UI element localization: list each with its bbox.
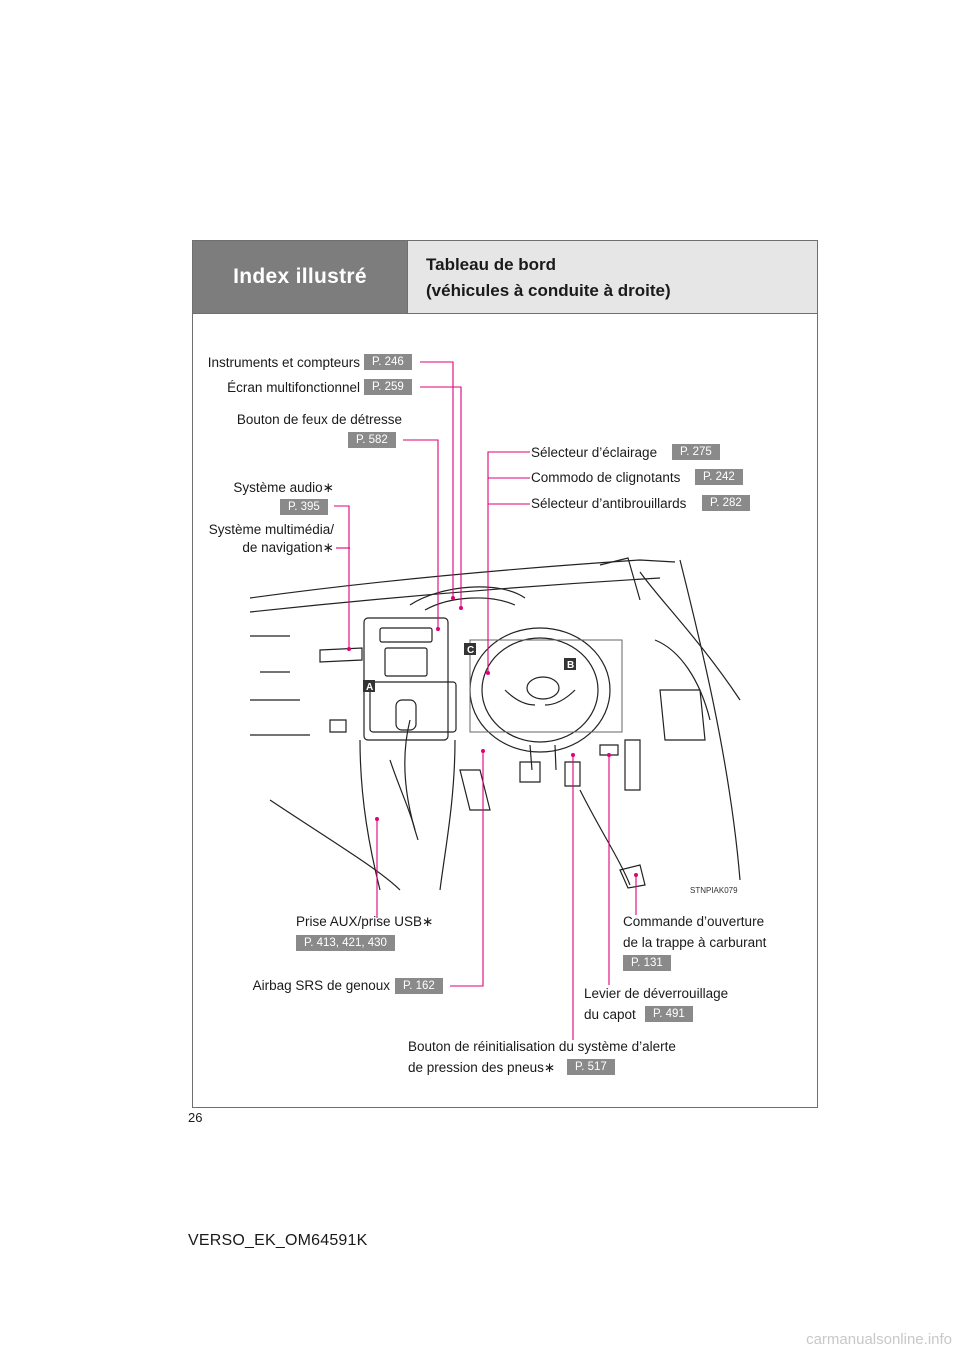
document-code: VERSO_EK_OM64591K: [188, 1232, 368, 1249]
capot-page[interactable]: P. 491: [645, 1006, 693, 1022]
page-header: Tableau de bord (véhicules à conduite à …: [408, 240, 818, 314]
ecran-label: Écran multifonctionnel: [227, 380, 360, 395]
section-title: Index illustré: [233, 265, 367, 288]
clignotants-label: Commodo de clignotants: [531, 470, 681, 485]
capot-label-1: Levier de déverrouillage: [584, 986, 729, 1001]
section-tab: Index illustré: [192, 240, 408, 314]
content-frame: [192, 240, 818, 1108]
airbag-page[interactable]: P. 162: [395, 978, 443, 994]
instruments-page[interactable]: P. 246: [364, 354, 412, 370]
marker-a: A: [366, 682, 373, 693]
trappe-label-2: de la trappe à carburant: [623, 935, 767, 950]
clignotants-page[interactable]: P. 242: [695, 469, 743, 485]
ecran-page[interactable]: P. 259: [364, 379, 412, 395]
eclairage-label: Sélecteur d’éclairage: [531, 445, 658, 460]
pneus-label-2: de pression des pneus∗: [408, 1060, 556, 1075]
instruments-label: Instruments et compteurs: [207, 355, 360, 370]
audio-label: Système audio∗: [233, 480, 334, 495]
page-title-line1: Tableau de bord: [426, 255, 557, 274]
antibrouillards-page[interactable]: P. 282: [702, 495, 750, 511]
capot-label-2: du capot: [584, 1007, 636, 1022]
marker-b: B: [567, 660, 574, 671]
trappe-label-1: Commande d’ouverture: [623, 914, 765, 929]
multimedia-label-1: Système multimédia/: [208, 522, 334, 537]
trappe-page[interactable]: P. 131: [623, 955, 671, 971]
airbag-label: Airbag SRS de genoux: [252, 978, 390, 993]
eclairage-page[interactable]: P. 275: [672, 444, 720, 460]
audio-page[interactable]: P. 395: [280, 499, 328, 515]
marker-c: C: [467, 645, 474, 656]
illustration-code: STNPIAK079: [690, 886, 738, 895]
watermark: carmanualsonline.info: [806, 1331, 952, 1348]
page-title-line2: (véhicules à conduite à droite): [426, 281, 671, 300]
detresse-label: Bouton de feux de détresse: [236, 412, 402, 427]
pneus-page[interactable]: P. 517: [567, 1059, 615, 1075]
aux-usb-label: Prise AUX/prise USB∗: [296, 914, 434, 929]
antibrouillards-label: Sélecteur d’antibrouillards: [531, 496, 687, 511]
aux-usb-page[interactable]: P. 413, 421, 430: [296, 935, 395, 951]
multimedia-label-2: de navigation∗: [242, 540, 334, 555]
page-number: 26: [188, 1110, 203, 1125]
pneus-label-1: Bouton de réinitialisation du système d’…: [408, 1039, 676, 1054]
detresse-page[interactable]: P. 582: [348, 432, 396, 448]
